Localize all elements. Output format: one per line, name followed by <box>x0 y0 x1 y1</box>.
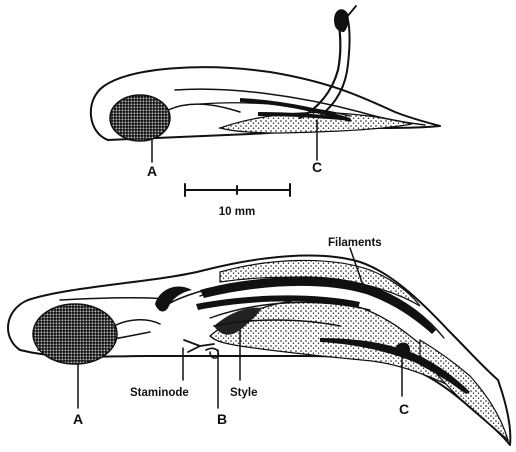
staminode <box>184 340 200 352</box>
bottom-flower: Filaments Staminode Style A B C <box>8 237 510 445</box>
bottom-ovary-a <box>33 304 117 364</box>
label-staminode: Staminode <box>130 387 189 399</box>
label-bottom-a: A <box>73 411 83 427</box>
label-filaments: Filaments <box>328 237 382 249</box>
label-style: Style <box>230 387 258 399</box>
top-flower: A C <box>91 6 440 179</box>
label-top-c: C <box>312 159 322 175</box>
label-top-a: A <box>147 163 157 179</box>
label-bottom-b: B <box>217 411 227 427</box>
scale-label: 10 mm <box>219 206 255 218</box>
part-c <box>396 343 410 357</box>
top-ovary-a <box>110 95 170 141</box>
scale-bar: 10 mm <box>185 184 290 218</box>
label-bottom-c: C <box>399 401 409 417</box>
top-stigma <box>334 9 349 32</box>
